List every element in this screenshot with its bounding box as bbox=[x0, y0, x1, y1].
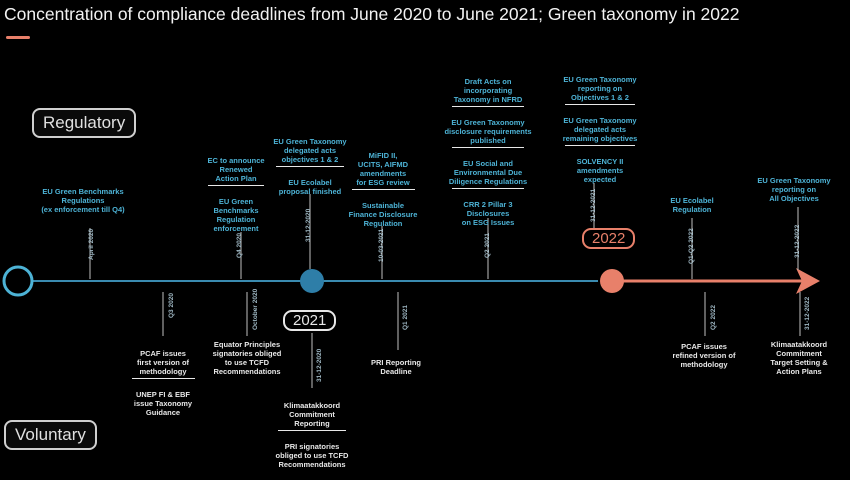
reg-event-2-text-b: EU Green Benchmarks Regulation enforceme… bbox=[213, 197, 259, 233]
reg-event-5-text-a: Draft Acts on incorporating Taxonomy in … bbox=[453, 77, 523, 104]
vol-event-6-date: 31-12-2022 bbox=[804, 296, 811, 330]
vol-event-2: Equator Principles signatories obliged t… bbox=[212, 340, 282, 376]
reg-event-5-text-c: EU Social and Environmental Due Diligenc… bbox=[448, 159, 528, 186]
reg-event-4: MiFID II, UCITS, AIFMD amendments for ES… bbox=[338, 142, 428, 228]
reg-event-6-text-b: EU Green Taxonomy delegated acts remaini… bbox=[562, 116, 638, 143]
vol-event-1-date: Q3 2020 bbox=[168, 293, 175, 318]
voluntary-ticks bbox=[162, 292, 801, 388]
reg-event-4-date: 10-03-2021 bbox=[378, 228, 385, 262]
vol-event-5-date: Q2 2022 bbox=[710, 305, 717, 330]
vol-event-3-rule bbox=[278, 430, 346, 431]
vol-event-3-text-a: Klimaatakkoord Commitment Reporting bbox=[283, 401, 341, 428]
reg-event-6-rule-2 bbox=[565, 145, 635, 146]
reg-event-5-text-d: CRR 2 Pillar 3 Disclosures on ESG Issues bbox=[461, 200, 515, 227]
year-2021-box: 2021 bbox=[283, 310, 337, 331]
voluntary-label: Voluntary bbox=[4, 420, 97, 450]
vol-event-1-text-a: PCAF issues first version of methodology bbox=[136, 349, 190, 376]
reg-event-5-text-b: EU Green Taxonomy disclosure requirement… bbox=[444, 118, 532, 145]
vol-event-3-text-b: PRI signatories obliged to use TCFD Reco… bbox=[275, 442, 349, 469]
vol-event-1-text-b: UNEP FI & EBF issue Taxonomy Guidance bbox=[133, 390, 193, 417]
regulatory-ticks bbox=[89, 183, 799, 279]
reg-event-3-text-a: EU Green Taxonomy delegated acts objecti… bbox=[273, 137, 347, 164]
vol-event-3-date: 31-12-2020 bbox=[316, 348, 323, 382]
reg-event-5-rule-3 bbox=[451, 188, 525, 189]
vol-event-1: PCAF issues first version of methodology… bbox=[118, 340, 208, 417]
reg-event-5-rule-1 bbox=[451, 106, 525, 107]
reg-event-2-rule bbox=[208, 185, 264, 186]
year-2022-box: 2022 bbox=[582, 228, 636, 249]
vol-event-1-rule bbox=[131, 378, 195, 379]
reg-event-6-rule-1 bbox=[565, 104, 635, 105]
vol-event-2-date: October 2020 bbox=[252, 288, 259, 330]
vol-event-6: Klimaatakkoord Commitment Target Setting… bbox=[770, 340, 828, 376]
reg-event-2-date: Q4 2020 bbox=[236, 233, 243, 258]
milestone-2022-circle bbox=[600, 269, 624, 293]
reg-event-1: EU Green Benchmarks Regulations (ex enfo… bbox=[41, 187, 125, 214]
reg-event-5-rule-2 bbox=[451, 147, 525, 148]
reg-event-5: Draft Acts on incorporating Taxonomy in … bbox=[436, 68, 540, 227]
vol-event-4: PRI Reporting Deadline bbox=[371, 358, 421, 376]
reg-event-6-text-c: SOLVENCY II amendments expected bbox=[576, 157, 624, 184]
reg-event-3-text-b: EU Ecolabel proposal finished bbox=[278, 178, 342, 196]
timeline-arrow bbox=[796, 268, 820, 294]
reg-event-1-date: April 2020 bbox=[88, 228, 95, 260]
page-title: Concentration of compliance deadlines fr… bbox=[4, 4, 740, 24]
reg-event-2: EC to announce Renewed Action Plan EU Gr… bbox=[196, 147, 276, 233]
title-accent-line bbox=[6, 36, 30, 39]
reg-event-8: EU Green Taxonomy reporting on All Objec… bbox=[757, 176, 831, 203]
timeline-start-circle bbox=[2, 265, 34, 297]
reg-event-7: EU Ecolabel Regulation bbox=[670, 196, 714, 214]
reg-event-8-date: 31-12-2022 bbox=[794, 224, 801, 258]
reg-event-6-text-a: EU Green Taxonomy reporting on Objective… bbox=[563, 75, 637, 102]
reg-event-6: EU Green Taxonomy reporting on Objective… bbox=[550, 66, 650, 184]
vol-event-4-date: Q1 2021 bbox=[402, 305, 409, 330]
reg-event-3-rule bbox=[276, 166, 344, 167]
reg-event-6-date: 31-12-2021 bbox=[590, 188, 597, 222]
reg-event-3: EU Green Taxonomy delegated acts objecti… bbox=[262, 128, 358, 196]
vol-event-3: Klimaatakkoord Commitment Reporting PRI … bbox=[264, 392, 360, 469]
reg-event-4-text-a: MiFID II, UCITS, AIFMD amendments for ES… bbox=[356, 151, 410, 187]
reg-event-4-text-b: Sustainable Finance Disclosure Regulatio… bbox=[348, 201, 418, 228]
reg-event-2-text-a: EC to announce Renewed Action Plan bbox=[207, 156, 265, 183]
reg-event-3-date: 31-12-2020 bbox=[305, 208, 312, 242]
reg-event-4-rule bbox=[351, 189, 415, 190]
reg-event-7-date: Q1-Q2 2022 bbox=[688, 228, 695, 264]
reg-event-5-date: Q2 2021 bbox=[484, 233, 491, 258]
vol-event-5: PCAF issues refined version of methodolo… bbox=[672, 342, 736, 369]
regulatory-label: Regulatory bbox=[32, 108, 137, 138]
milestone-2021-circle bbox=[300, 269, 324, 293]
